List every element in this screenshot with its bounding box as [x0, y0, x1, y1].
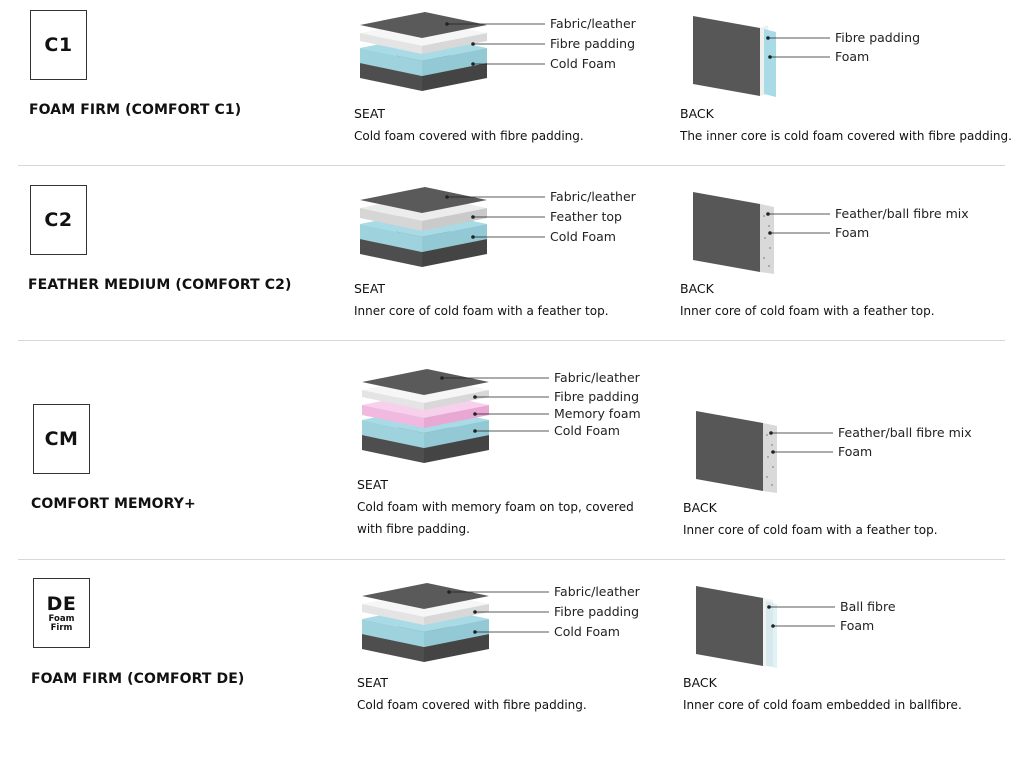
- comfort-title: FOAM FIRM (COMFORT C1): [29, 102, 242, 118]
- layer-label: Foam: [835, 225, 869, 240]
- layer-label: Fibre padding: [550, 36, 635, 51]
- layer-label: Foam: [838, 444, 872, 459]
- back-heading: BACK: [680, 281, 714, 296]
- comfort-badge-de: DE Foam Firm: [33, 578, 90, 648]
- back-heading: BACK: [680, 106, 714, 121]
- layer-label: Memory foam: [554, 406, 641, 421]
- seat-description: Inner core of cold foam with a feather t…: [354, 304, 609, 318]
- comfort-badge-cm: CM: [33, 404, 90, 474]
- layer-label: Fibre padding: [835, 30, 920, 45]
- comfort-title: FOAM FIRM (COMFORT DE): [31, 671, 245, 687]
- seat-layers-diagram: Fabric/leather Fibre padding Cold Foam: [362, 583, 641, 662]
- comfort-row-c2: C2 FEATHER MEDIUM (COMFORT C2) Fabric/le…: [0, 166, 1024, 340]
- back-cushion-diagram: Feather/ball fibre mix Foam: [693, 192, 969, 274]
- layer-label: Fabric/leather: [554, 370, 641, 385]
- layer-label: Fabric/leather: [554, 584, 641, 599]
- seat-heading: SEAT: [354, 106, 386, 121]
- seat-layers-diagram: Fabric/leather Fibre padding Cold Foam: [360, 12, 637, 91]
- row-divider: [18, 340, 1005, 341]
- layer-label: Cold Foam: [554, 624, 620, 639]
- back-heading: BACK: [683, 675, 717, 690]
- row-divider: [18, 559, 1005, 560]
- seat-description: Cold foam covered with fibre padding.: [357, 698, 587, 712]
- layer-label: Ball fibre: [840, 599, 896, 614]
- comfort-badge-c1: C1: [30, 10, 87, 80]
- layer-label: Foam: [840, 618, 874, 633]
- seat-description: Cold foam covered with fibre padding.: [354, 129, 584, 143]
- back-description: Inner core of cold foam embedded in ball…: [683, 698, 962, 712]
- layer-label: Cold Foam: [550, 229, 616, 244]
- layer-label: Fabric/leather: [550, 189, 637, 204]
- seat-layers-diagram: Fabric/leather Fibre padding Memory foam…: [362, 369, 641, 463]
- layer-label: Cold Foam: [550, 56, 616, 71]
- comfort-title: COMFORT MEMORY+: [31, 496, 196, 512]
- comfort-title: FEATHER MEDIUM (COMFORT C2): [28, 277, 292, 293]
- layer-label: Feather top: [550, 209, 622, 224]
- seat-heading: SEAT: [357, 675, 389, 690]
- badge-code: CM: [44, 428, 79, 450]
- back-description: The inner core is cold foam covered with…: [680, 129, 1012, 143]
- layer-label: Foam: [835, 49, 869, 64]
- layer-label: Feather/ball fibre mix: [835, 206, 969, 221]
- back-cushion-diagram: Fibre padding Foam: [693, 16, 920, 97]
- back-description: Inner core of cold foam with a feather t…: [680, 304, 935, 318]
- comfort-badge-c2: C2: [30, 185, 87, 255]
- seat-layers-diagram: Fabric/leather Feather top Cold Foam: [360, 187, 637, 267]
- comfort-row-c1: C1 FOAM FIRM (COMFORT C1) Fabric/leather…: [0, 0, 1024, 165]
- seat-description: Cold foam with memory foam on top, cover…: [357, 500, 634, 536]
- layer-label: Fabric/leather: [550, 16, 637, 31]
- layer-label: Fibre padding: [554, 389, 639, 404]
- badge-code: DE: [46, 593, 77, 615]
- row-divider: [18, 165, 1005, 166]
- back-heading: BACK: [683, 500, 717, 515]
- badge-code: C1: [44, 34, 73, 56]
- layer-label: Fibre padding: [554, 604, 639, 619]
- back-cushion-diagram: Ball fibre Foam: [696, 586, 896, 668]
- seat-heading: SEAT: [357, 477, 389, 492]
- back-description: Inner core of cold foam with a feather t…: [683, 523, 938, 537]
- comfort-row-de: DE Foam Firm FOAM FIRM (COMFORT DE) Fabr…: [0, 560, 1024, 768]
- badge-subtitle: Foam Firm: [48, 614, 75, 633]
- comfort-row-cm: CM COMFORT MEMORY+ Fabric/leather Fibre …: [0, 341, 1024, 559]
- badge-code: C2: [44, 209, 73, 231]
- back-cushion-diagram: Feather/ball fibre mix Foam: [696, 411, 972, 493]
- layer-label: Feather/ball fibre mix: [838, 425, 972, 440]
- layer-label: Cold Foam: [554, 423, 620, 438]
- seat-heading: SEAT: [354, 281, 386, 296]
